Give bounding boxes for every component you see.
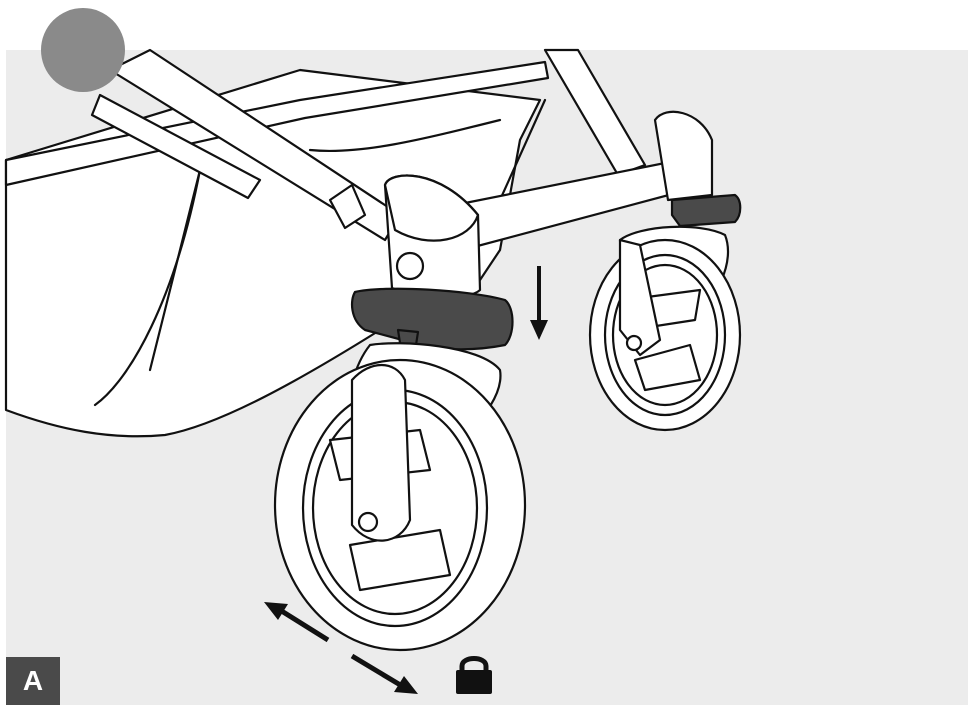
panel-label: A: [6, 657, 60, 705]
rear-wheel-assembly: [588, 110, 742, 432]
lock-icon: [456, 656, 492, 694]
step-marker-circle: [41, 8, 125, 92]
front-wheel-assembly: [273, 174, 527, 652]
down-arrow-icon: [530, 266, 548, 340]
swivel-arrows-icon: [264, 602, 418, 694]
stroller-frame: [90, 48, 705, 250]
